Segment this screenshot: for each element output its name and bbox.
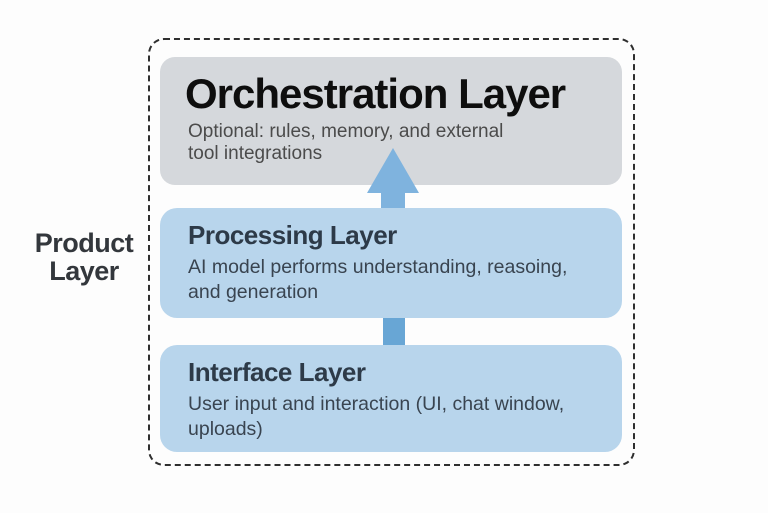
interface-desc-line2: uploads): [188, 417, 263, 440]
interface-desc-line1: User input and interaction (UI, chat win…: [188, 392, 565, 415]
processing-layer-description: AI model performs understanding, reasoin…: [188, 255, 600, 305]
orchestration-desc-line1: Optional: rules, memory, and external: [188, 121, 504, 143]
orchestration-desc-line2: tool integrations: [188, 143, 323, 165]
product-layer-boundary: [148, 38, 635, 466]
arrow-processing-to-orchestration-icon: [367, 148, 419, 216]
product-layer-label-line2: Layer: [49, 256, 119, 286]
processing-desc-line2: and generation: [188, 280, 319, 303]
processing-layer-title: Processing Layer: [188, 220, 397, 250]
processing-layer-box: Processing Layer AI model performs under…: [160, 208, 622, 318]
product-layer-label-line1: Product: [34, 228, 134, 258]
arrow-interface-to-processing-icon: [383, 305, 405, 357]
product-layer-label: Product Layer: [24, 229, 144, 285]
processing-desc-line1: AI model performs understanding, reasoin…: [188, 255, 568, 278]
interface-layer-box: Interface Layer User input and interacti…: [160, 345, 622, 452]
orchestration-layer-title: Orchestration Layer: [185, 70, 566, 117]
orchestration-layer-description: Optional: rules, memory, and external to…: [188, 121, 600, 165]
interface-layer-title: Interface Layer: [188, 357, 366, 387]
interface-layer-description: User input and interaction (UI, chat win…: [188, 392, 600, 442]
orchestration-layer-box: Orchestration Layer Optional: rules, mem…: [160, 57, 622, 185]
